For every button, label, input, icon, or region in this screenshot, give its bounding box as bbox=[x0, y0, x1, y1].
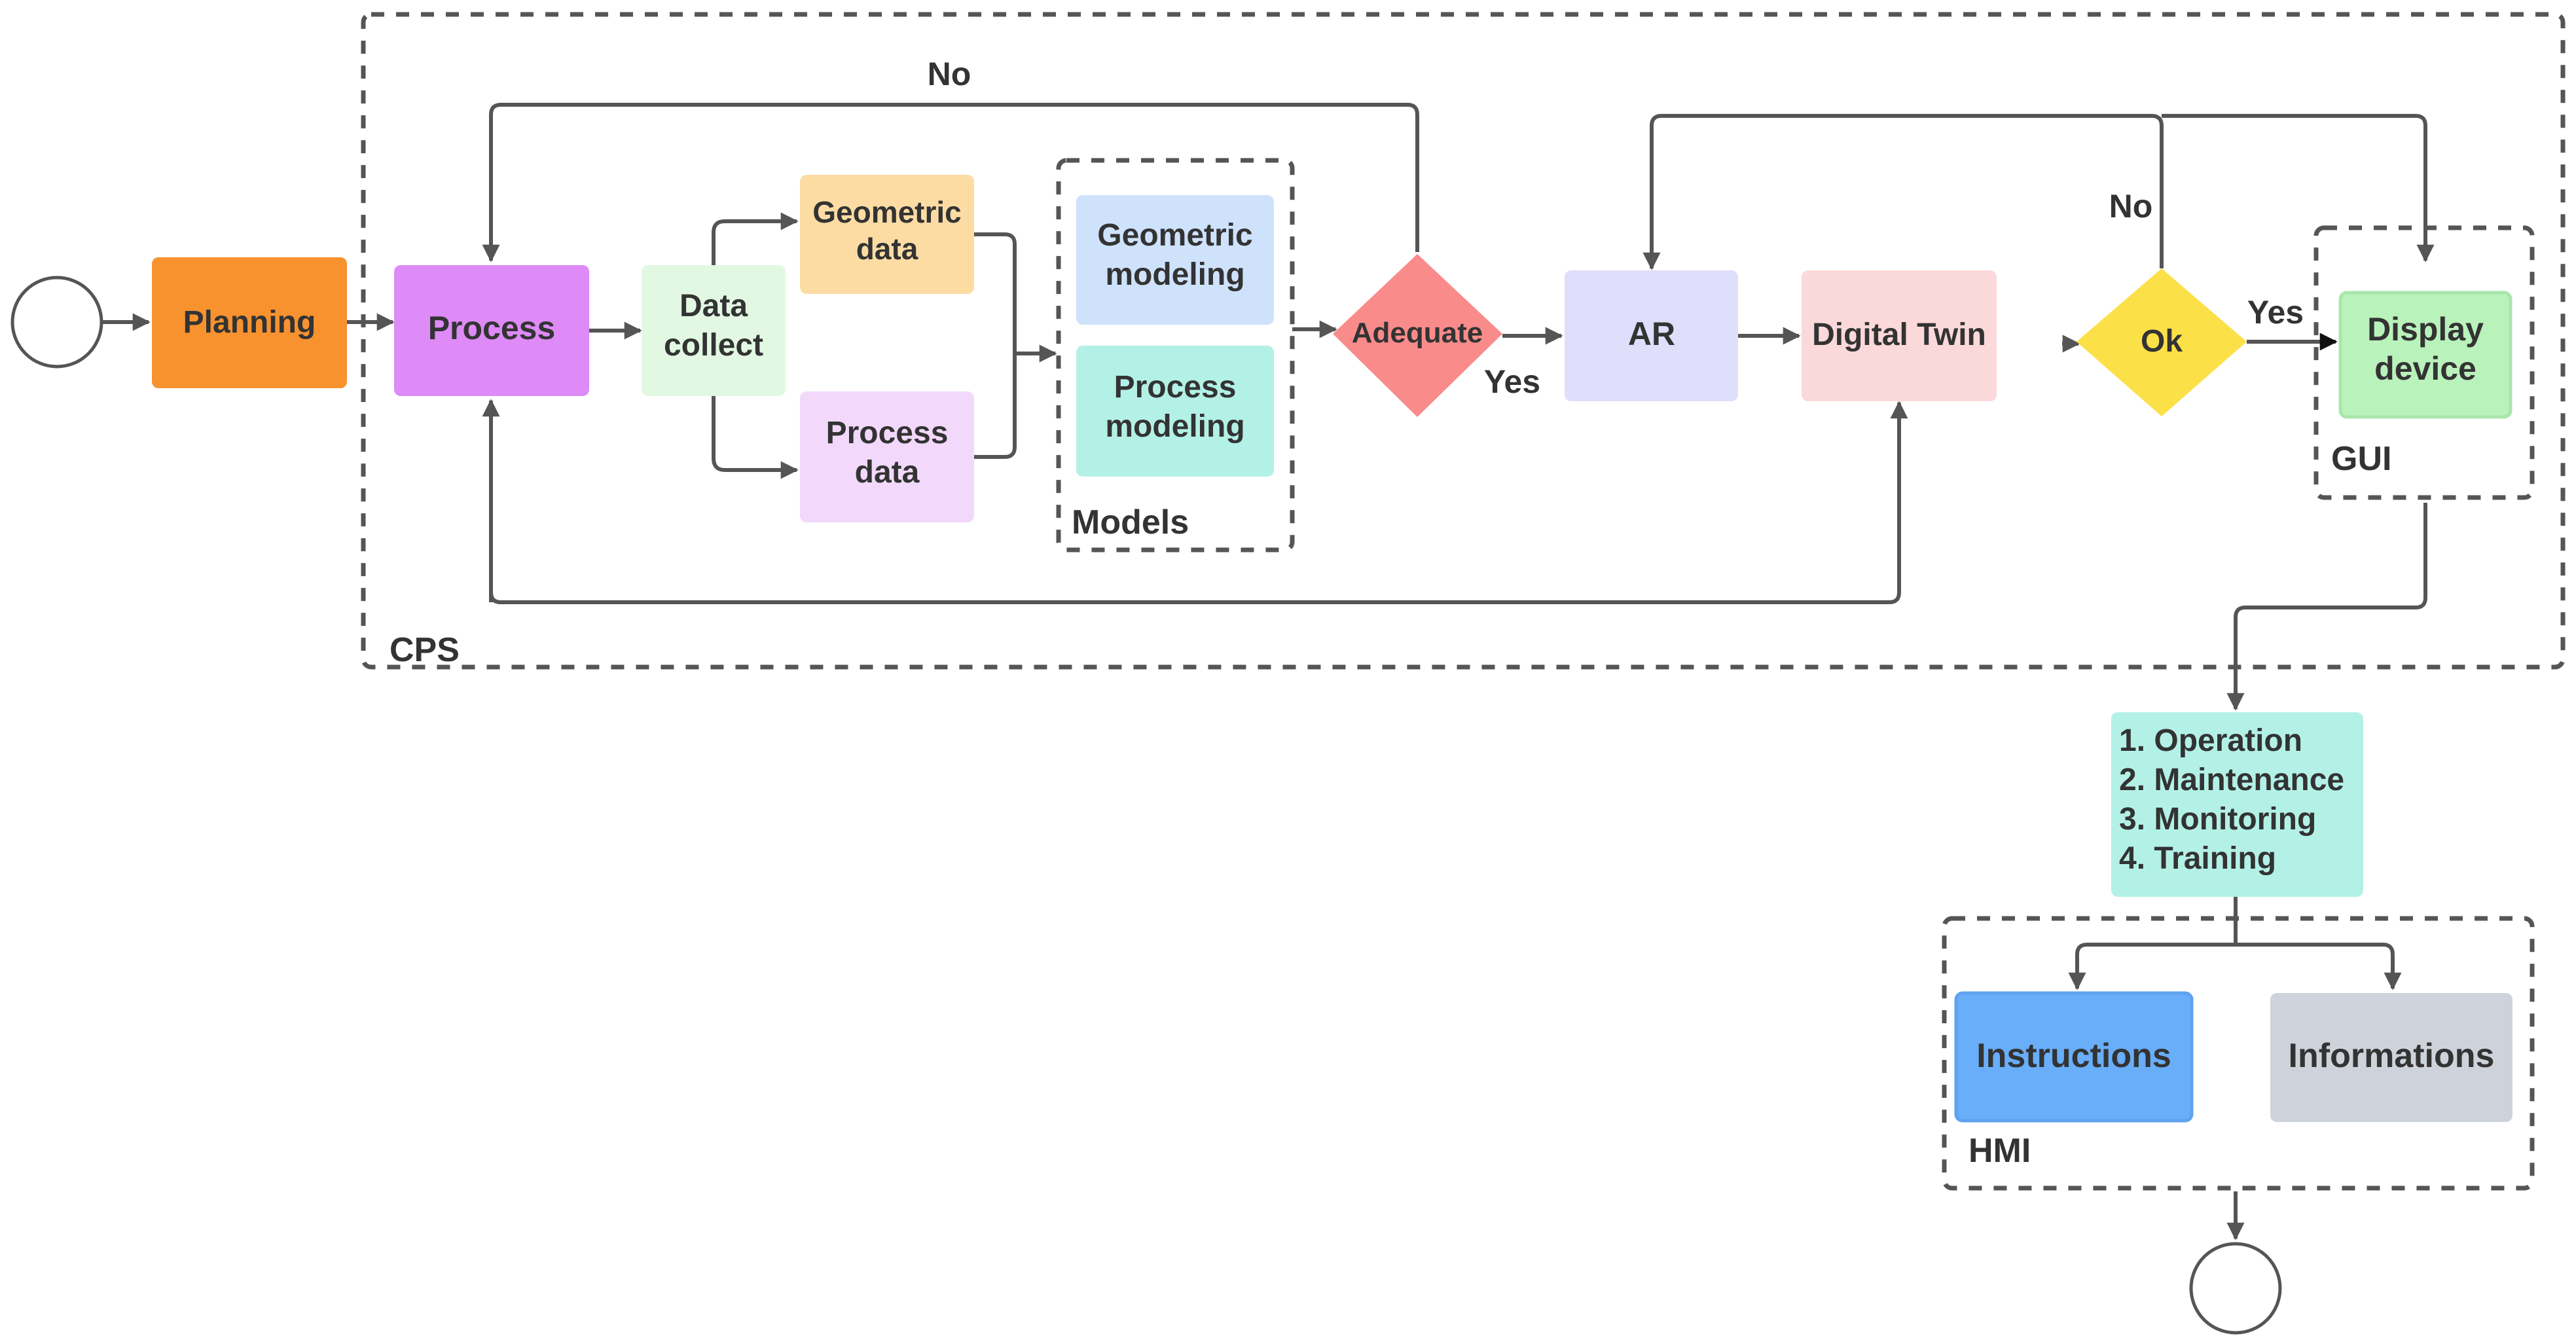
uses-item-operation: 1. Operation bbox=[2119, 723, 2302, 758]
connector-ok-ar-no bbox=[1642, 114, 2164, 270]
connector-digitaltwin-process-loop bbox=[482, 399, 1908, 604]
cps-group-label: CPS bbox=[390, 631, 460, 669]
start-terminal bbox=[10, 276, 103, 369]
instructions-label: Instructions bbox=[1976, 1037, 2171, 1075]
informations-node[interactable]: Informations bbox=[2270, 993, 2513, 1122]
geometric-modeling-label-line1: Geometric bbox=[1097, 218, 1252, 253]
display-device-node[interactable]: Display device bbox=[2338, 291, 2513, 419]
uses-node[interactable]: 1. Operation 2. Maintenance 3. Monitorin… bbox=[2111, 712, 2363, 897]
process-node[interactable]: Process bbox=[394, 265, 589, 396]
instructions-node[interactable]: Instructions bbox=[1954, 991, 2194, 1123]
process-modeling-label-line2: modeling bbox=[1105, 409, 1244, 444]
geometric-data-label-line1: Geometric bbox=[812, 195, 962, 229]
adequate-yes-label: Yes bbox=[1484, 363, 1540, 400]
data-collect-node[interactable]: Data collect bbox=[642, 265, 786, 396]
connector-uses-informations bbox=[2236, 943, 2402, 990]
connector-adequate-process-no bbox=[482, 103, 1419, 263]
process-data-node[interactable]: Process data bbox=[800, 391, 974, 522]
ok-label: Ok bbox=[2141, 324, 2183, 359]
uses-item-monitoring: 3. Monitoring bbox=[2119, 802, 2316, 837]
connector-datacollect-geometricdata bbox=[712, 212, 799, 265]
process-modeling-label-line1: Process bbox=[1114, 370, 1237, 405]
hmi-group-label: HMI bbox=[1968, 1132, 2031, 1170]
display-device-label-line1: Display bbox=[2367, 311, 2484, 348]
uses-item-training: 4. Training bbox=[2119, 841, 2276, 876]
ok-yes-label: Yes bbox=[2247, 294, 2304, 331]
models-group-label: Models bbox=[1072, 503, 1189, 541]
informations-label: Informations bbox=[2289, 1037, 2495, 1075]
connector-geometricdata-models bbox=[974, 232, 1017, 353]
process-label: Process bbox=[428, 310, 556, 346]
hmi-group bbox=[1942, 916, 2535, 1191]
geometric-modeling-label-line2: modeling bbox=[1105, 257, 1244, 292]
ar-label: AR bbox=[1628, 316, 1675, 352]
end-terminal bbox=[2189, 1242, 2282, 1335]
ar-node[interactable]: AR bbox=[1565, 270, 1738, 401]
connector-datacollect-processdata bbox=[712, 396, 799, 479]
geometric-data-label-line2: data bbox=[856, 232, 918, 266]
models-group bbox=[1056, 158, 1295, 552]
adequate-label: Adequate bbox=[1352, 317, 1483, 349]
planning-node[interactable]: Planning bbox=[152, 257, 347, 388]
connector-uses-instructions bbox=[2068, 897, 2238, 990]
planning-label: Planning bbox=[183, 305, 316, 340]
digital-twin-label: Digital Twin bbox=[1812, 317, 1986, 352]
adequate-no-label: No bbox=[928, 56, 971, 92]
geometric-modeling-node[interactable]: Geometric modeling bbox=[1076, 195, 1274, 325]
adequate-decision[interactable]: Adequate bbox=[1333, 254, 1502, 417]
process-modeling-node[interactable]: Process modeling bbox=[1076, 346, 1274, 477]
cps-group bbox=[361, 12, 2566, 670]
data-collect-label-line2: collect bbox=[664, 328, 763, 363]
data-collect-label-line1: Data bbox=[680, 289, 748, 323]
ok-no-label: No bbox=[2109, 188, 2153, 225]
process-data-label-line1: Process bbox=[826, 416, 949, 450]
process-data-label-line2: data bbox=[855, 455, 920, 490]
ok-decision[interactable]: Ok bbox=[2077, 268, 2247, 416]
display-device-label-line2: device bbox=[2374, 350, 2476, 387]
connector-ok-display-top bbox=[2162, 114, 2435, 263]
connector-processdata-models bbox=[974, 353, 1017, 459]
gui-group-label: GUI bbox=[2331, 440, 2391, 478]
geometric-data-node[interactable]: Geometric data bbox=[800, 175, 974, 294]
uses-item-maintenance: 2. Maintenance bbox=[2119, 763, 2344, 797]
digital-twin-node[interactable]: Digital Twin bbox=[1802, 270, 1997, 401]
connector-gui-uses bbox=[2226, 503, 2427, 711]
